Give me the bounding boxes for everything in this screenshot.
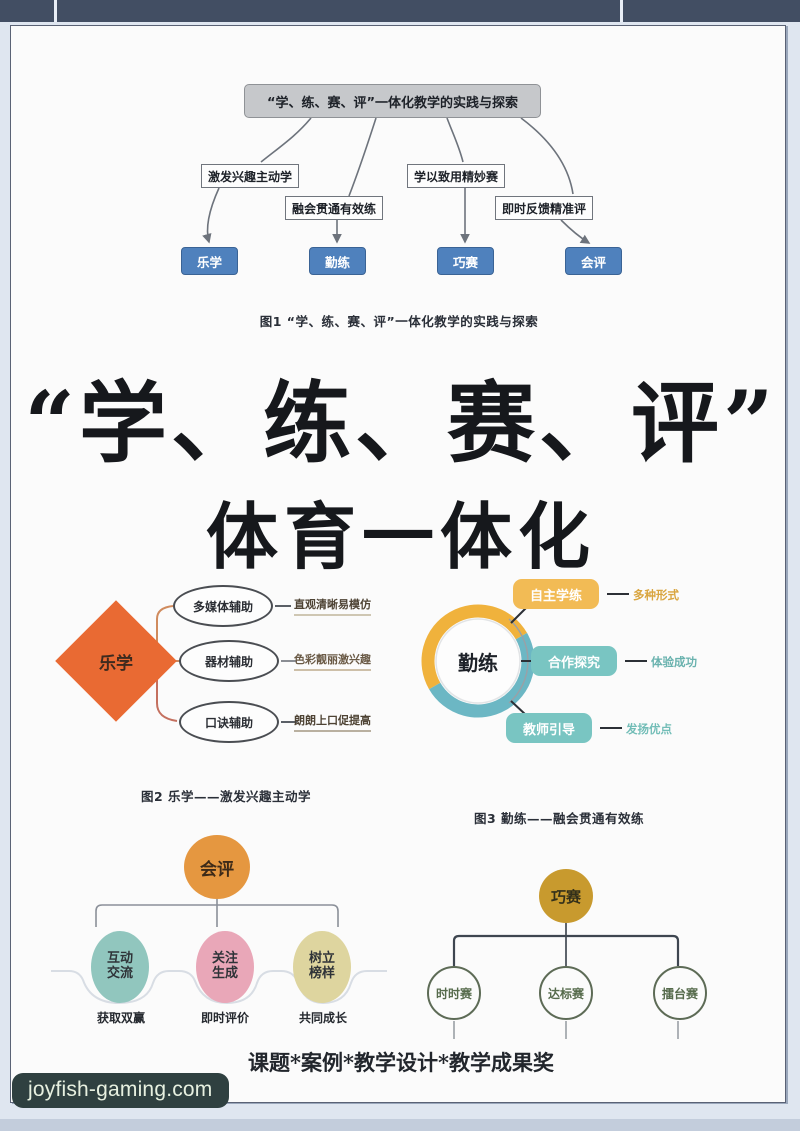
figure-4-core-label: 会评 [184, 835, 250, 899]
figure-3-caption: 图3 勤练——融会贯通有效练 [474, 811, 645, 826]
figure-1-node-huiping: 会评 [565, 247, 622, 275]
figure-4-branch-3-line-1: 树立 [308, 951, 335, 967]
figure-4-note-2: 即时评价 [200, 1011, 249, 1025]
figure-1-connectors [202, 117, 591, 244]
figure-2-caption: 图2 乐学——激发兴趣主动学 [141, 789, 312, 804]
bottom-chrome-bar [0, 1119, 800, 1131]
figure-1-node-qinlian: 勤练 [309, 247, 366, 275]
document-page: “学、练、赛、评”一体化教学的实践与探索 激发兴趣主动学 融会贯通有效练 学以致… [10, 25, 786, 1103]
figure-2-branch-3: 口诀辅助 [179, 701, 279, 743]
figure-3-note-3: 发扬优点 [626, 722, 672, 736]
figure-1-label-3: 学以致用精妙赛 [407, 164, 506, 188]
figure-4-branch-1-line-2: 交流 [106, 966, 133, 981]
figure-4-note-3: 共同成长 [298, 1011, 347, 1025]
figure-2-core-label: 乐学 [99, 653, 133, 674]
figure-1-caption: 图1 “学、练、赛、评”一体化教学的实践与探索 [259, 314, 539, 329]
main-title-line-2: 体育一体化 [205, 494, 596, 579]
figure-2-branch-1: 多媒体辅助 [173, 585, 273, 627]
figure-4-branch-3-line-2: 榜样 [308, 966, 335, 981]
figure-1-label-1: 激发兴趣主动学 [201, 164, 300, 188]
watermark-badge: joyfish-gaming.com [12, 1073, 229, 1108]
figure-4-branch-2: 关注 生成 [196, 931, 254, 1003]
figure-4-note-1: 获取双赢 [96, 1011, 145, 1025]
top-chrome-divider-left [54, 0, 57, 22]
figure-2-note-1: 直观清晰易模仿 [294, 596, 371, 616]
figure-3-qinlian: 勤练 自主学练 合作探究 教师引导 多种形式 体验成功 发扬优点 [401, 561, 751, 766]
figure-2-note-2: 色彩靓丽激兴趣 [294, 651, 371, 671]
figure-2-note-3: 朗朗上口促提高 [294, 712, 371, 732]
figure-3-note-2: 体验成功 [651, 655, 697, 669]
figure-3-ring-and-connectors [421, 590, 647, 730]
figure-4-connectors [51, 899, 387, 1005]
figure-4-branch-2-line-1: 关注 [211, 951, 238, 967]
figure-2-lexue: 乐学 多媒体辅助 器材辅助 口诀辅助 直观清晰易模仿 色彩靓丽激兴趣 朗朗上口促… [51, 561, 391, 761]
figure-4-branch-1-line-1: 互动 [106, 951, 133, 967]
figure-4-huiping: 会评 互动 交流 关注 生成 树立 榜样 获取双赢 即时评价 共同成长 [51, 831, 391, 1036]
figure-5-connectors [452, 923, 680, 1039]
figure-1-node-qiaosai: 巧赛 [437, 247, 494, 275]
figure-3-branch-3: 教师引导 [506, 713, 592, 743]
figure-4-branch-3: 树立 榜样 [293, 931, 351, 1003]
top-chrome-divider-right [620, 0, 623, 22]
figure-1-label-4: 即时反馈精准评 [495, 196, 594, 220]
figure-5-branch-3: 擂台赛 [653, 966, 707, 1020]
figure-1-label-2: 融会贯通有效练 [285, 196, 384, 220]
figure-5-qiaosai: 巧赛 时时赛 达标赛 擂台赛 [401, 861, 751, 1041]
figure-4-branch-1: 互动 交流 [91, 931, 149, 1003]
figure-2-branch-2: 器材辅助 [179, 640, 279, 682]
footer-text: 课题*案例*教学设计*教学成果奖 [248, 1050, 554, 1075]
figure-1-flowchart: “学、练、赛、评”一体化教学的实践与探索 激发兴趣主动学 融会贯通有效练 学以致… [161, 74, 661, 334]
figure-1-node-lexue: 乐学 [181, 247, 238, 275]
figure-5-branch-1: 时时赛 [427, 966, 481, 1020]
figure-3-note-1: 多种形式 [633, 588, 679, 602]
figure-3-core-label: 勤练 [458, 650, 498, 675]
figure-4-branch-2-line-2: 生成 [211, 966, 238, 981]
figure-3-branch-1: 自主学练 [513, 579, 599, 609]
top-chrome-bar [0, 0, 800, 22]
figure-3-branch-2: 合作探究 [531, 646, 617, 676]
figure-5-branch-2: 达标赛 [539, 966, 593, 1020]
figure-1-title-box: “学、练、赛、评”一体化教学的实践与探索 [244, 84, 541, 118]
figure-5-core-label: 巧赛 [539, 869, 593, 923]
main-title-line-1: “学、练、赛、评” [24, 371, 778, 475]
